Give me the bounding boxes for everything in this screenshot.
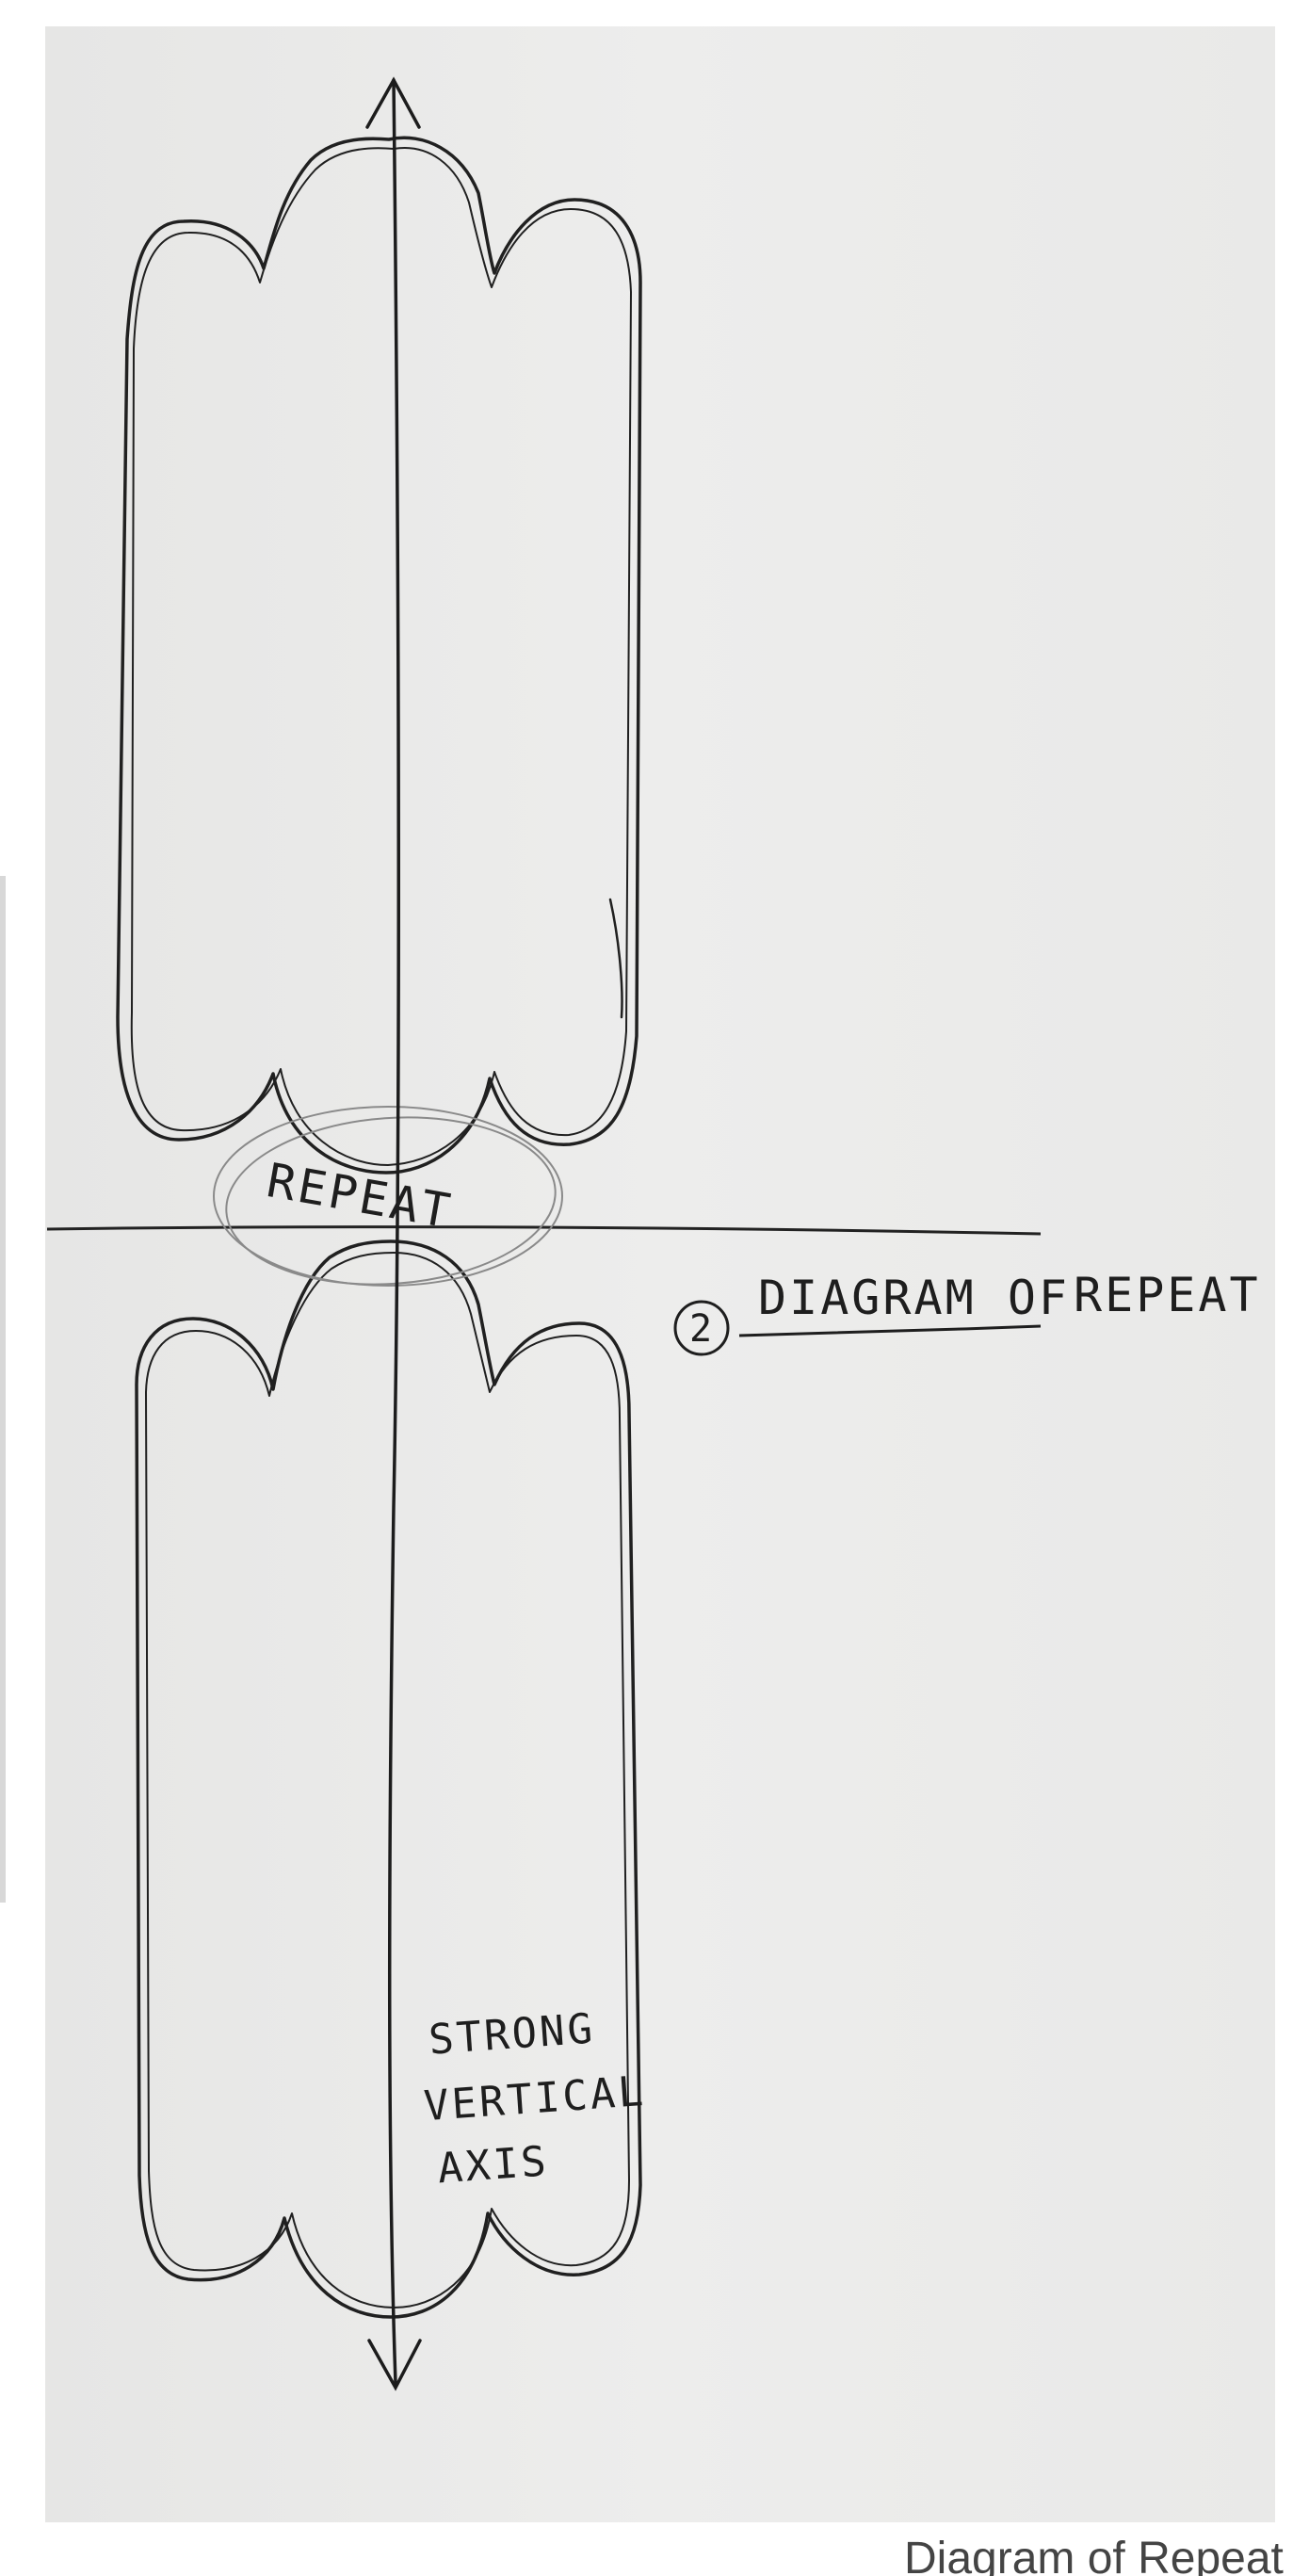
axis-label-line3: AXIS xyxy=(436,2137,550,2193)
diagram-title-text: DIAGRAM OF xyxy=(758,1271,1070,1325)
figure-caption: Diagram of Repeat xyxy=(904,2534,1284,2576)
left-edge-strip xyxy=(0,876,6,1903)
diagram-title-repeat: REPEAT xyxy=(1074,1268,1261,1322)
diagram-number: 2 xyxy=(689,1307,712,1351)
